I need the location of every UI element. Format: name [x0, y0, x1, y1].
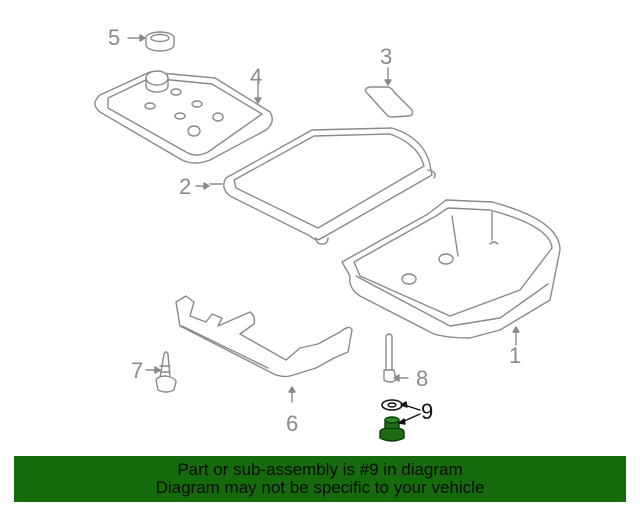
part-1-oil-pan[interactable] [341, 199, 561, 346]
banner-line-1: Part or sub-assembly is #9 in diagram [177, 460, 463, 479]
callout-2[interactable]: 2 [179, 174, 192, 199]
part-4-filter[interactable] [94, 70, 273, 164]
callout-9[interactable]: 9 [421, 399, 434, 424]
part-3-magnet[interactable] [364, 67, 414, 118]
callout-4[interactable]: 4 [250, 64, 263, 89]
part-5-seal[interactable] [127, 31, 175, 52]
part-2-gasket[interactable] [195, 127, 436, 245]
part-7-bolt[interactable] [145, 351, 177, 393]
callout-8[interactable]: 8 [416, 366, 429, 391]
callout-3[interactable]: 3 [380, 44, 393, 69]
part-8-stud[interactable] [383, 333, 409, 383]
part-9-drain-plug[interactable] [379, 399, 421, 442]
callout-5[interactable]: 5 [108, 25, 121, 50]
callout-6[interactable]: 6 [286, 411, 299, 436]
info-banner: Part or sub-assembly is #9 in diagram Di… [14, 456, 626, 502]
banner-line-2: Diagram may not be specific to your vehi… [155, 478, 485, 497]
callout-7[interactable]: 7 [131, 358, 144, 383]
callout-1[interactable]: 1 [509, 343, 522, 368]
parts-diagram [94, 31, 561, 442]
part-6-bracket[interactable] [175, 295, 353, 403]
